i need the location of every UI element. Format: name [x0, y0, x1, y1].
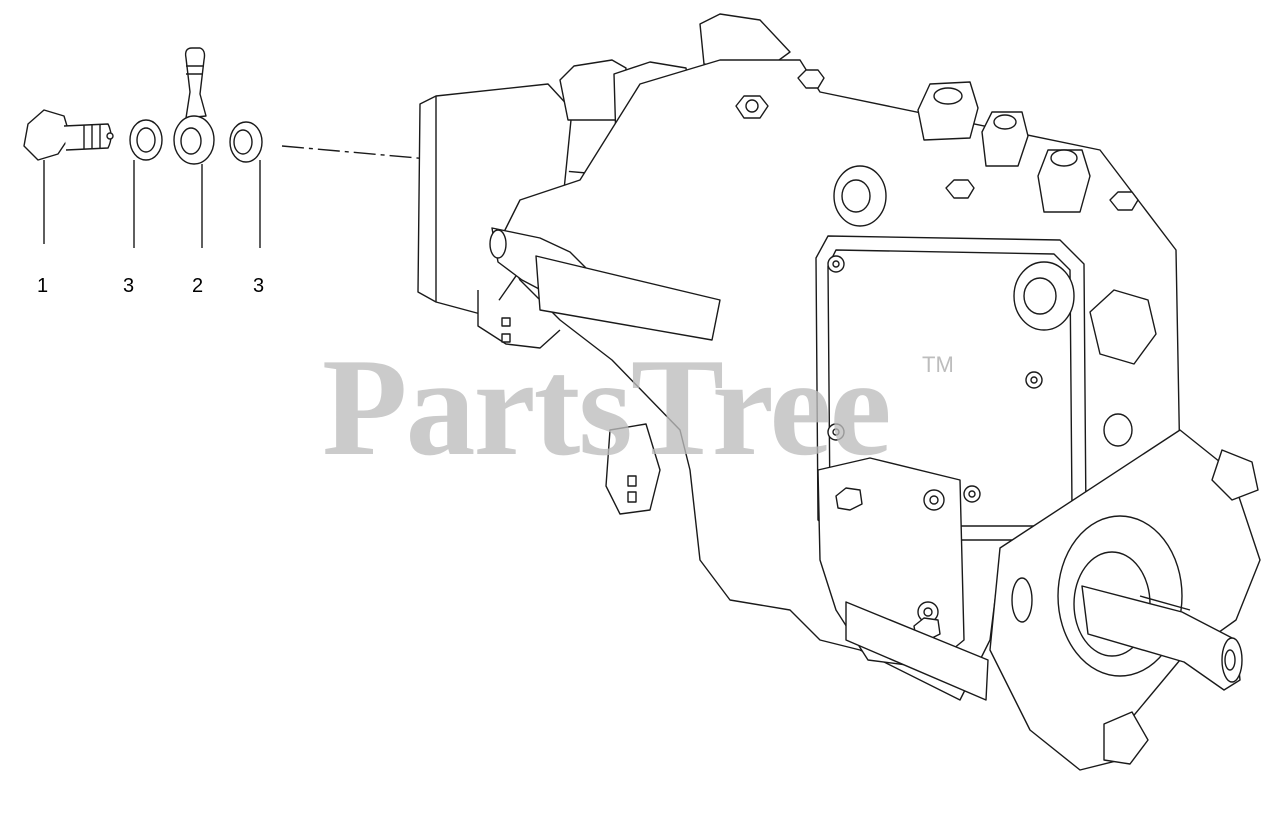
- callout-3-label-right: 3: [253, 275, 265, 297]
- callout-2-label: 2: [192, 275, 204, 297]
- sealing-washer-part-left[interactable]: [129, 119, 163, 161]
- callout-3-label-left: 3: [123, 275, 135, 297]
- trademark-symbol: TM: [922, 352, 954, 377]
- partstree-watermark: PartsTree: [322, 330, 892, 485]
- callout-1-label: 1: [37, 275, 49, 297]
- banjo-bolt-part[interactable]: [23, 109, 114, 161]
- sealing-washer-part-right[interactable]: [229, 121, 263, 163]
- banjo-fitting-part[interactable]: [173, 47, 215, 165]
- fuel-injection-pump-assembly[interactable]: [417, 13, 1261, 771]
